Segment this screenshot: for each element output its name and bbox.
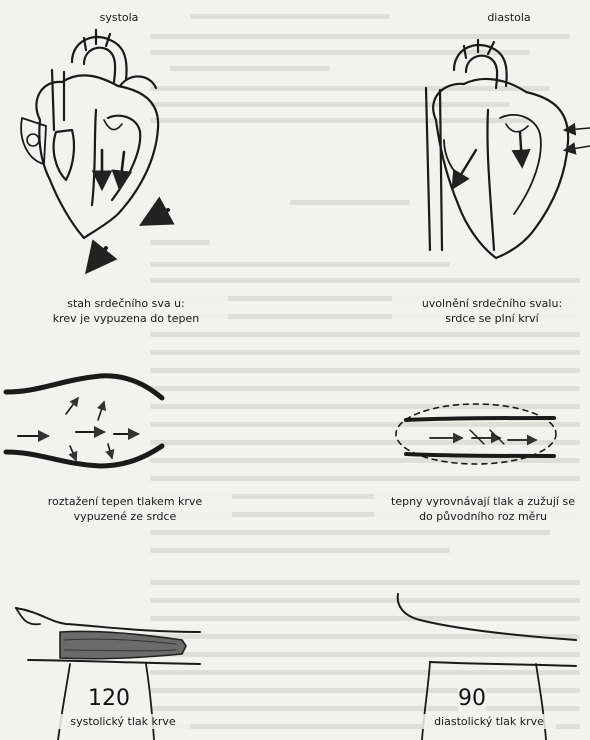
diastolic-pressure-label: diastolický tlak krve	[422, 714, 556, 729]
systole-caption-line-1: stah srdečního sva u:	[26, 296, 226, 311]
relaxing-artery-drawing	[396, 404, 556, 464]
artery-stretch-line-2: vypuzené ze srdce	[20, 509, 230, 524]
systolic-pressure-label: systolický tlak krve	[56, 714, 190, 729]
systole-heart-drawing	[21, 30, 168, 268]
artery-stretch-line-1: roztažení tepen tlakem krve	[20, 494, 230, 509]
artery-relax-line-2: do původního roz měru	[376, 509, 590, 524]
systolic-pressure-value: 120	[88, 686, 130, 711]
systole-caption-line-2: krev je vypuzena do tepen	[26, 311, 226, 326]
diastole-caption: uvolnění srdečního svalu: srdce se plní …	[392, 296, 590, 326]
artery-relax-line-1: tepny vyrovnávají tlak a zužují se	[376, 494, 590, 509]
artery-stretch-caption: roztažení tepen tlakem krve vypuzené ze …	[18, 494, 232, 524]
systole-caption: stah srdečního sva u: krev je vypuzena d…	[24, 296, 228, 326]
artery-relax-caption: tepny vyrovnávají tlak a zužují se do pů…	[374, 494, 590, 524]
diastole-title: diastola	[472, 10, 546, 25]
diastole-caption-line-2: srdce se plní krví	[394, 311, 590, 326]
diastole-caption-line-1: uvolnění srdečního svalu:	[394, 296, 590, 311]
diastole-heart-drawing	[426, 40, 590, 258]
diastolic-pressure-value: 90	[458, 686, 486, 711]
stretched-artery-drawing	[6, 376, 162, 466]
systole-title: systola	[82, 10, 156, 25]
